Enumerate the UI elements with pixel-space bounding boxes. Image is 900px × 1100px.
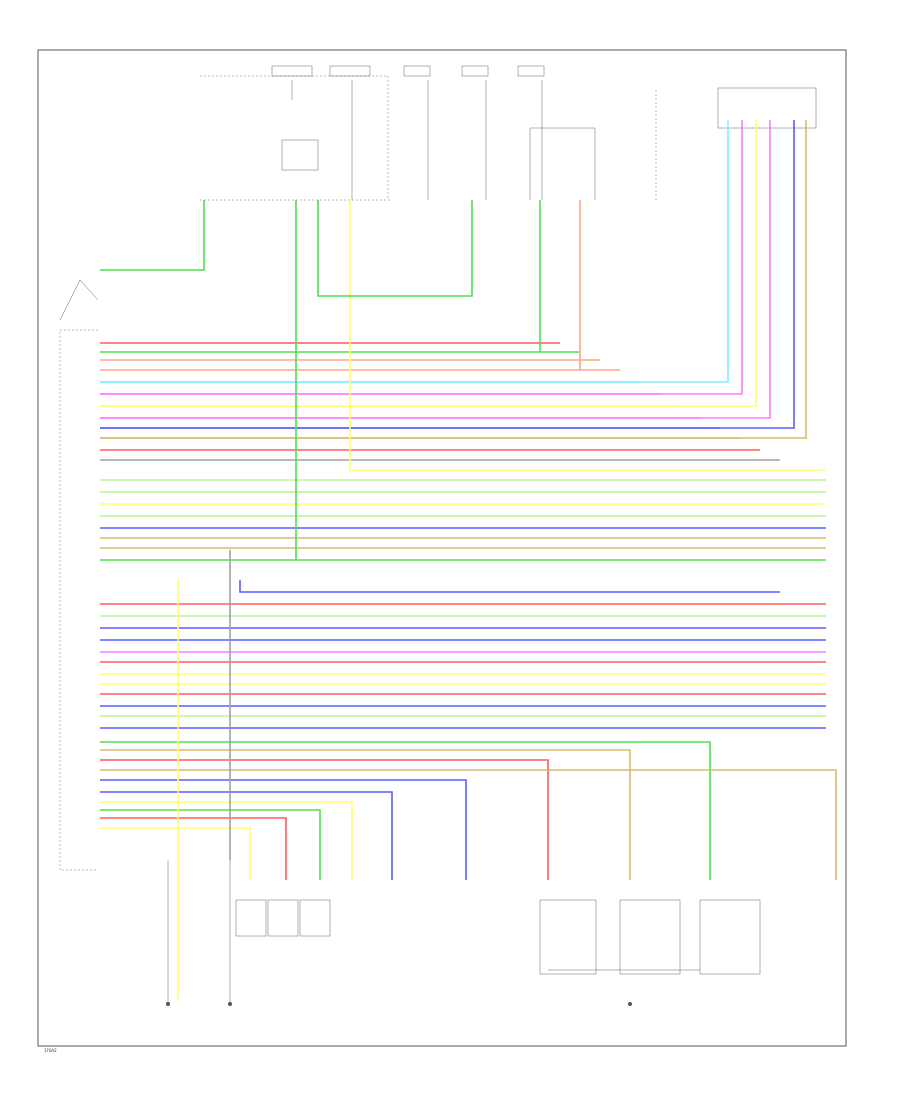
wire-blue-branch [239, 580, 780, 593]
wire-feed-yellow [349, 200, 826, 471]
wire-drop-3 [100, 769, 837, 880]
wire-drop-7 [100, 809, 321, 880]
wire-drop-5 [100, 791, 393, 880]
wire-top-2 [100, 120, 757, 407]
wire-drop-4 [100, 779, 467, 880]
wire-top-5 [100, 120, 807, 439]
bottom-components [166, 860, 761, 1006]
diagram-code: 1F0A2 [44, 1048, 57, 1053]
wire-loop-green [317, 200, 473, 297]
wire-drop-2 [100, 759, 549, 880]
diagram-frame [37, 49, 847, 1047]
wire-drop-6 [100, 801, 353, 880]
wires-layer [100, 120, 837, 1000]
wire-top-0 [100, 120, 729, 383]
wire-drop-0 [100, 741, 711, 880]
wire-drop-1 [100, 749, 631, 880]
top-connectors [200, 65, 817, 201]
wire-drop-9 [100, 827, 251, 880]
wire-top-4 [100, 120, 795, 429]
wire-drop-8 [100, 817, 287, 880]
wire-top-1 [100, 120, 743, 395]
wire-feed-green-left [100, 200, 205, 271]
left-harness-bracket [59, 279, 99, 871]
wire-top-3 [100, 120, 771, 419]
